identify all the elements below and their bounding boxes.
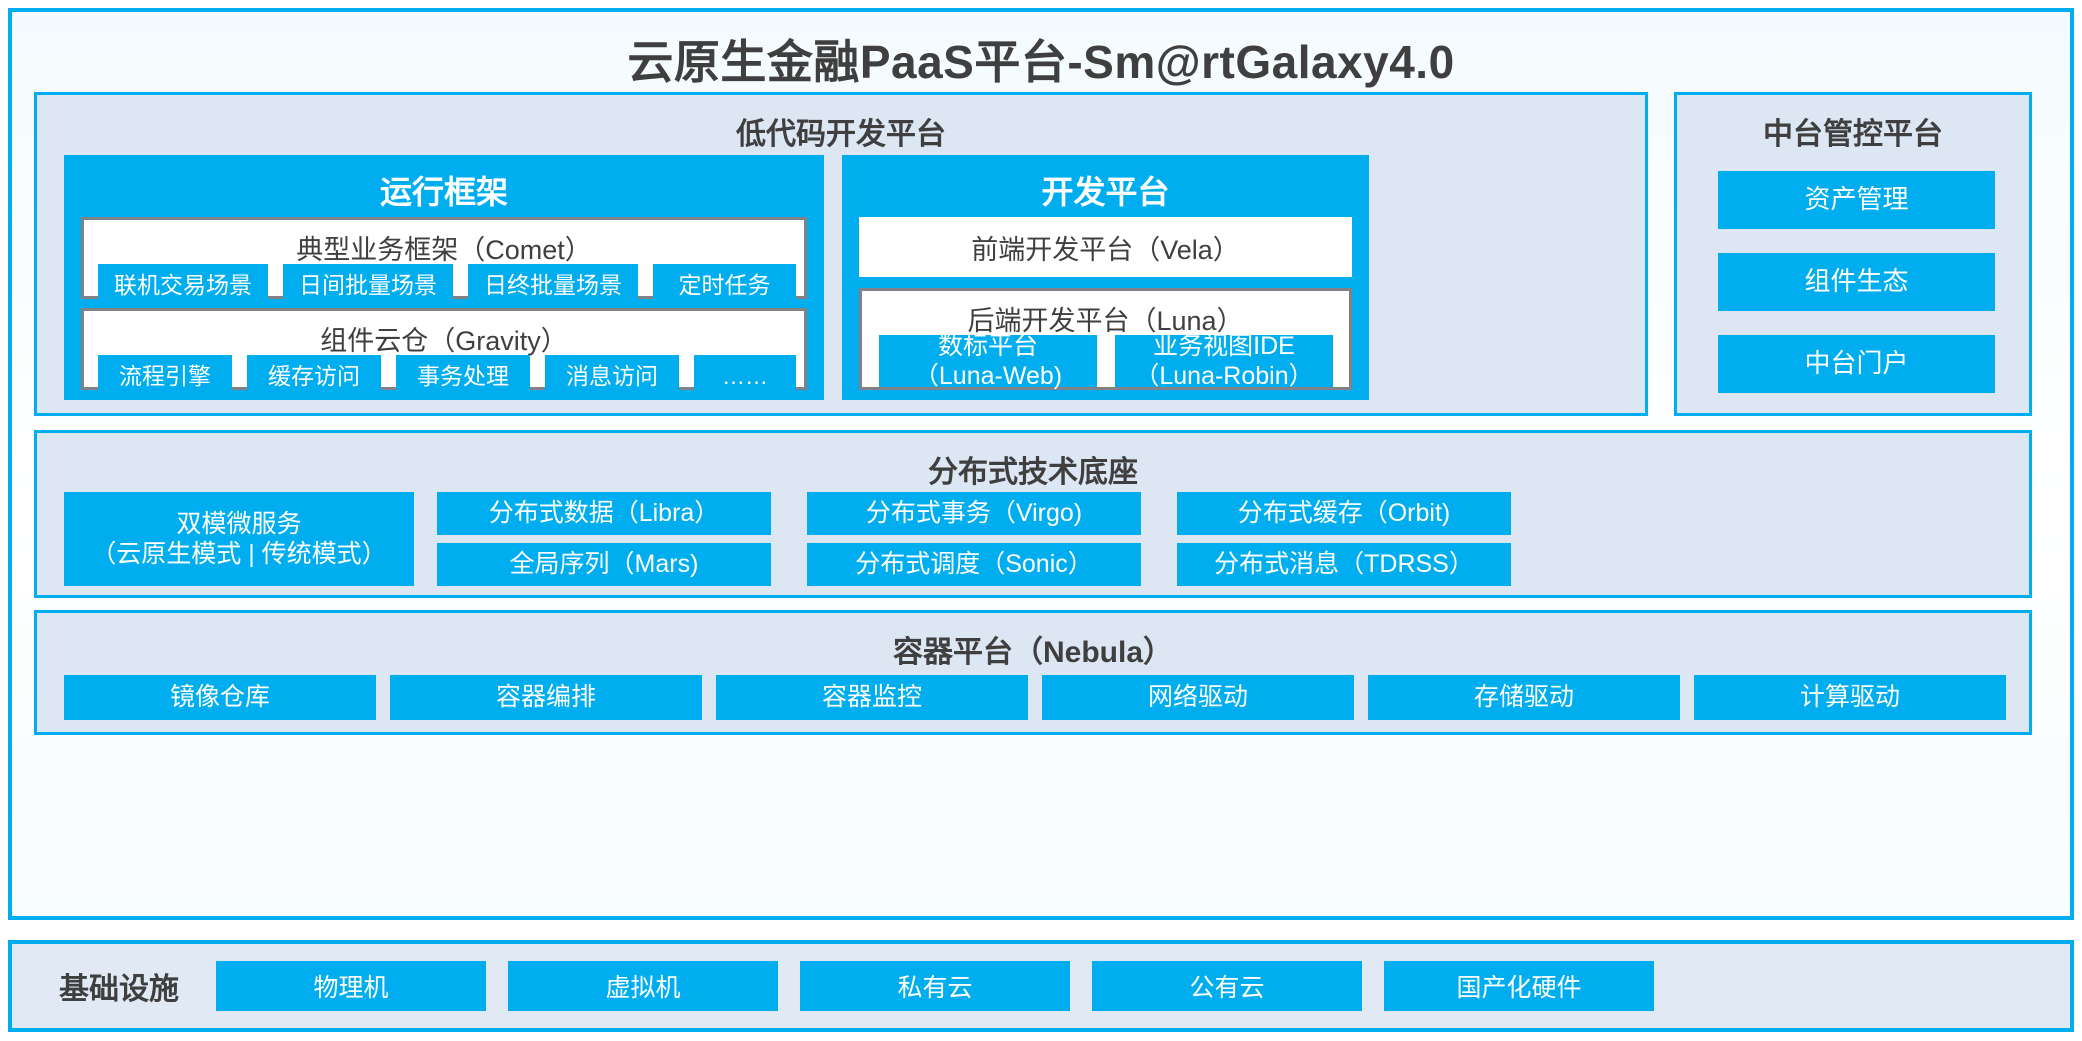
- container-chip-storage-driver[interactable]: 存储驱动: [1368, 675, 1680, 720]
- main-architecture-frame: 云原生金融PaaS平台-Sm@rtGalaxy4.0 低代码开发平台 运行框架 …: [8, 8, 2074, 920]
- container-chip-monitoring[interactable]: 容器监控: [716, 675, 1028, 720]
- dev-platform-card: 开发平台 前端开发平台（Vela） 后端开发平台（Luna） 数标平台 （Lun…: [842, 155, 1369, 400]
- infra-chip-physical-machine[interactable]: 物理机: [216, 961, 486, 1011]
- container-chip-image-repository[interactable]: 镜像仓库: [64, 675, 376, 720]
- comet-group: 典型业务框架（Comet） 联机交易场景 日间批量场景 日终批量场景 定时任务: [81, 217, 807, 306]
- console-chip-asset-management[interactable]: 资产管理: [1718, 171, 1995, 229]
- backend-dev-platform-title: 后端开发平台（Luna）: [967, 306, 1244, 336]
- infra-chip-domestic-hardware[interactable]: 国产化硬件: [1384, 961, 1654, 1011]
- tech-base-title: 分布式技术底座: [928, 456, 1138, 489]
- container-chip-network-driver[interactable]: 网络驱动: [1042, 675, 1354, 720]
- gravity-group: 组件云仓（Gravity） 流程引擎 缓存访问 事务处理 消息访问 ……: [81, 308, 807, 397]
- gravity-chip-process-engine[interactable]: 流程引擎: [98, 355, 232, 397]
- infra-chip-public-cloud[interactable]: 公有云: [1092, 961, 1362, 1011]
- comet-title: 典型业务框架（Comet）: [296, 235, 592, 265]
- comet-chip-intraday-batch[interactable]: 日间批量场景: [283, 264, 453, 306]
- dev-platform-title: 开发平台: [1041, 174, 1170, 210]
- lowcode-platform-title: 低代码开发平台: [736, 118, 946, 151]
- infra-chip-virtual-machine[interactable]: 虚拟机: [508, 961, 778, 1011]
- container-platform-panel: 容器平台（Nebula） 镜像仓库 容器编排 容器监控 网络驱动 存储驱动 计算…: [34, 610, 2032, 735]
- comet-chip-online-transaction[interactable]: 联机交易场景: [98, 264, 268, 306]
- lowcode-platform-panel: 低代码开发平台 运行框架 典型业务框架（Comet） 联机交易场景 日间批量场景…: [34, 92, 1648, 416]
- infrastructure-frame: 基础设施 物理机 虚拟机 私有云 公有云 国产化硬件: [8, 940, 2074, 1032]
- comet-chip-eod-batch[interactable]: 日终批量场景: [468, 264, 638, 306]
- runtime-framework-title: 运行框架: [379, 174, 508, 210]
- tech-chip-global-sequence-mars[interactable]: 全局序列（Mars): [437, 543, 771, 586]
- container-platform-title: 容器平台（Nebula）: [892, 636, 1174, 669]
- tech-base-panel: 分布式技术底座 双模微服务 （云原生模式 | 传统模式） 分布式数据（Libra…: [34, 430, 2032, 598]
- container-chip-orchestration[interactable]: 容器编排: [390, 675, 702, 720]
- gravity-chip-cache-access[interactable]: 缓存访问: [247, 355, 381, 397]
- gravity-chip-more[interactable]: ……: [694, 355, 796, 397]
- console-platform-panel: 中台管控平台 资产管理 组件生态 中台门户: [1674, 92, 2032, 416]
- tech-chip-distributed-message-tdrss[interactable]: 分布式消息（TDRSS）: [1177, 543, 1511, 586]
- console-chip-console-portal[interactable]: 中台门户: [1718, 335, 1995, 393]
- tech-chip-distributed-transaction-virgo[interactable]: 分布式事务（Virgo): [807, 492, 1141, 535]
- tech-chip-dual-mode-microservice[interactable]: 双模微服务 （云原生模式 | 传统模式）: [64, 492, 414, 586]
- page-title: 云原生金融PaaS平台-Sm@rtGalaxy4.0: [627, 36, 1455, 88]
- infra-chip-private-cloud[interactable]: 私有云: [800, 961, 1070, 1011]
- infrastructure-label: 基础设施: [59, 973, 179, 1006]
- comet-chip-scheduled-task[interactable]: 定时任务: [653, 264, 796, 306]
- gravity-chip-message-access[interactable]: 消息访问: [545, 355, 679, 397]
- gravity-chip-transaction-processing[interactable]: 事务处理: [396, 355, 530, 397]
- backend-dev-platform-group: 后端开发平台（Luna） 数标平台 （Luna-Web) 业务视图IDE （Lu…: [859, 288, 1352, 390]
- container-chip-compute-driver[interactable]: 计算驱动: [1694, 675, 2006, 720]
- backend-chip-luna-robin[interactable]: 业务视图IDE （Luna-Robin）: [1115, 332, 1333, 390]
- backend-chip-luna-web[interactable]: 数标平台 （Luna-Web): [879, 332, 1097, 390]
- gravity-title: 组件云仓（Gravity）: [320, 326, 568, 356]
- tech-chip-distributed-data-libra[interactable]: 分布式数据（Libra）: [437, 492, 771, 535]
- console-platform-title: 中台管控平台: [1763, 118, 1943, 151]
- tech-chip-distributed-scheduling-sonic[interactable]: 分布式调度（Sonic）: [807, 543, 1141, 586]
- console-chip-component-ecosystem[interactable]: 组件生态: [1718, 253, 1995, 311]
- tech-chip-distributed-cache-orbit[interactable]: 分布式缓存（Orbit): [1177, 492, 1511, 535]
- runtime-framework-card: 运行框架 典型业务框架（Comet） 联机交易场景 日间批量场景 日终批量场景 …: [64, 155, 824, 400]
- frontend-dev-platform-vela[interactable]: 前端开发平台（Vela）: [859, 217, 1352, 277]
